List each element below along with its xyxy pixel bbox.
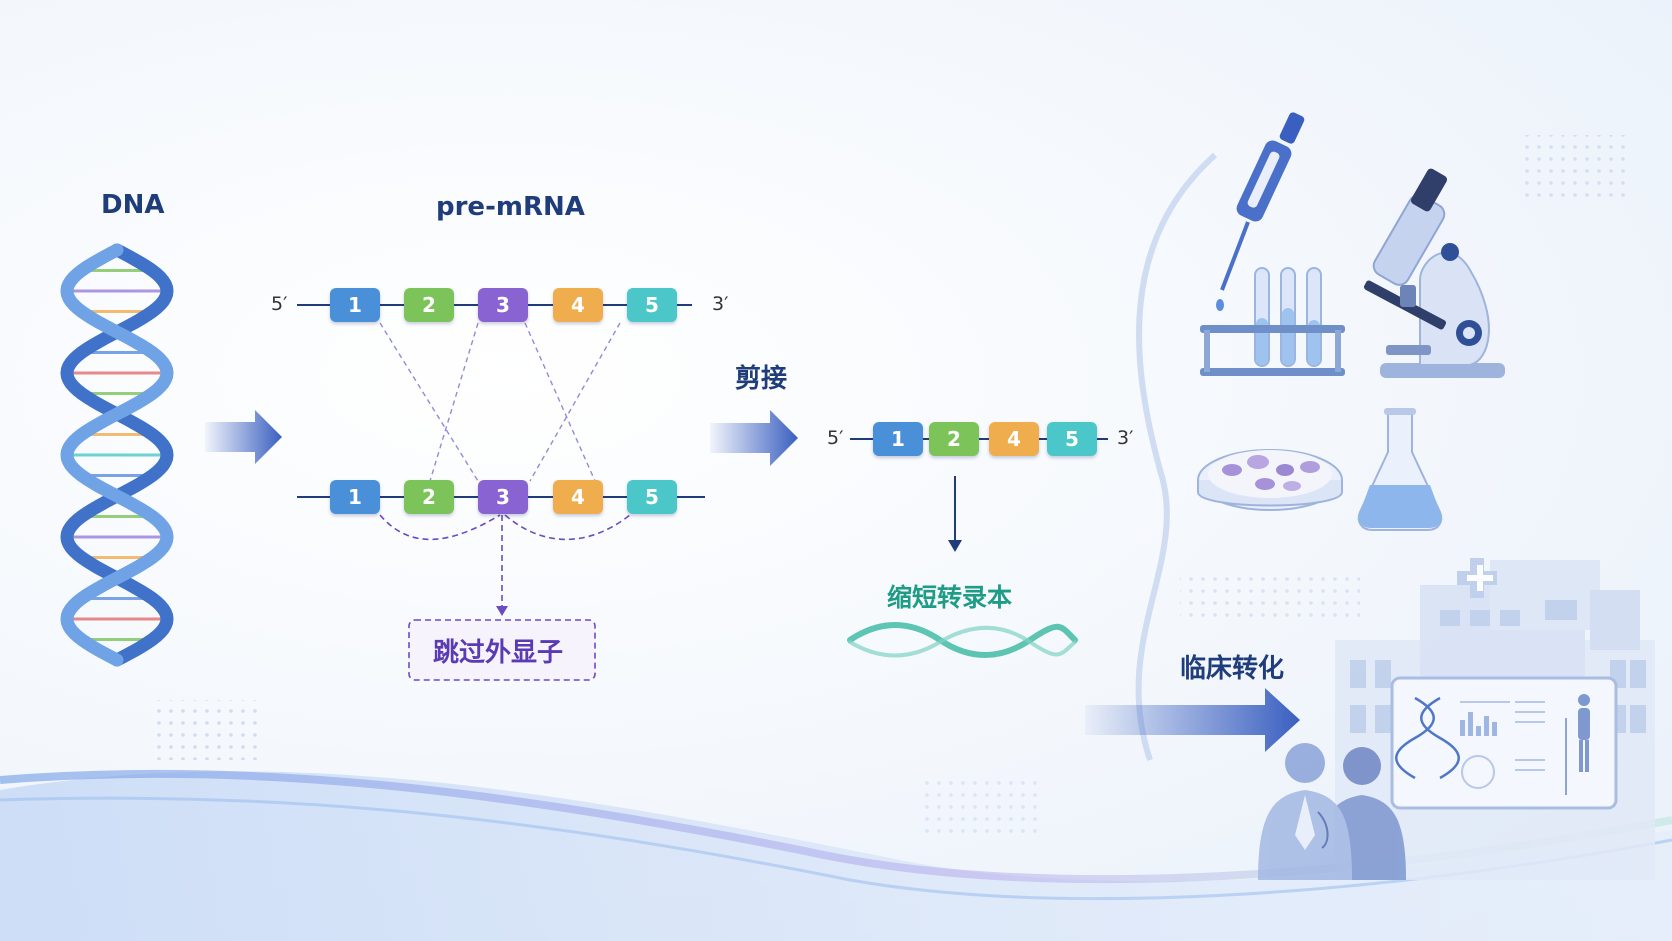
petri-dish-icon <box>1197 449 1343 511</box>
arrow-splicing <box>710 410 798 466</box>
premrna-title: pre-mRNA <box>436 192 585 222</box>
bottom-exon-5: 5 <box>627 480 677 514</box>
top-exon-3: 3 <box>478 288 528 322</box>
top-exon-2: 2 <box>404 288 454 322</box>
result-exon-1: 1 <box>873 422 923 456</box>
section-divider-curve <box>1135 152 1218 761</box>
splicing-label: 剪接 <box>735 364 788 394</box>
skip-arrowhead <box>496 606 508 616</box>
exon-skip-box <box>408 619 596 681</box>
three-prime-top: 3′ <box>712 293 729 315</box>
dna-strand <box>60 243 174 667</box>
top-exon-1: 1 <box>330 288 380 322</box>
arrow-down-head <box>948 540 962 552</box>
five-prime-top: 5′ <box>271 293 288 315</box>
top-exon-4: 4 <box>553 288 603 322</box>
three-prime-result: 3′ <box>1117 427 1134 449</box>
dna-helix-icon <box>60 243 174 667</box>
dna-strand <box>60 243 174 667</box>
result-exon-5: 5 <box>1047 422 1097 456</box>
bottom-exon-1: 1 <box>330 480 380 514</box>
exon-mapping-lines <box>379 322 621 482</box>
dots-decoration <box>150 700 260 760</box>
result-exon-2: 2 <box>929 422 979 456</box>
clinical-label: 临床转化 <box>1180 654 1285 684</box>
exon-skip-arcs <box>379 514 631 608</box>
exon-skip-label: 跳过外显子 <box>433 638 564 668</box>
doctors-icon <box>1258 743 1406 880</box>
monitor-icon <box>1390 676 1618 810</box>
test-tubes-icon <box>1200 267 1345 376</box>
dots-decoration <box>1180 575 1360 625</box>
arrow-clinical <box>1085 688 1300 752</box>
arrow-dna-to-premrna <box>205 410 282 464</box>
short-transcript-wave <box>847 622 1078 658</box>
bottom-exon-4: 4 <box>553 480 603 514</box>
five-prime-result: 5′ <box>827 427 844 449</box>
flask-icon <box>1357 408 1443 531</box>
microscope-icon <box>1363 168 1505 378</box>
dots-decoration <box>1520 135 1630 205</box>
result-exon-4: 4 <box>989 422 1039 456</box>
dna-title: DNA <box>101 190 165 220</box>
bottom-exon-3: 3 <box>478 480 528 514</box>
dots-decoration <box>920 780 1040 840</box>
pipette-icon <box>1216 112 1305 311</box>
top-exon-5: 5 <box>627 288 677 322</box>
short-transcript-label: 缩短转录本 <box>887 583 1013 612</box>
bottom-exon-2: 2 <box>404 480 454 514</box>
